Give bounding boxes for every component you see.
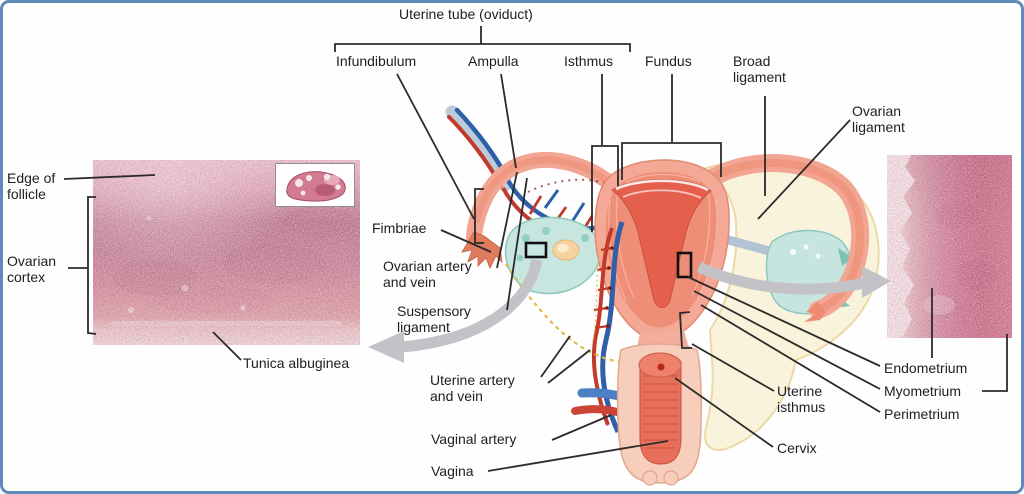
ovary-annotation-box: [524, 241, 548, 259]
label-vaginal-artery: Vaginal artery: [431, 431, 517, 447]
label-myometrium: Myometrium: [884, 383, 962, 399]
uterine-wall-annotation-box: [676, 251, 693, 279]
label-uterine-artery-vein: Uterine artery and vein: [430, 372, 515, 404]
label-ovarian-ligament: Ovarian ligament: [852, 103, 905, 135]
vagina-illustration: [616, 343, 702, 486]
right-ovary: [701, 229, 858, 315]
cervix-illustration: [638, 352, 682, 378]
label-endometrium: Endometrium: [884, 360, 968, 376]
endometrium-cavity: [611, 179, 712, 308]
label-perimetrium: Perimetrium: [884, 406, 960, 422]
label-cervix: Cervix: [777, 440, 817, 456]
ovarian-vessels: [501, 180, 623, 241]
right-uterine-tube: [703, 154, 870, 322]
label-isthmus: Isthmus: [564, 53, 614, 69]
label-infundibulum: Infundibulum: [336, 53, 417, 69]
ovary-inset-thumbnail: [275, 163, 355, 207]
dashed-accent-line: [505, 263, 621, 364]
label-fimbriae: Fimbriae: [372, 220, 427, 236]
uterine-vessels: [571, 221, 665, 445]
label-suspensory-ligament: Suspensory ligament: [397, 303, 471, 335]
label-ovarian-artery-vein: Ovarian artery and vein: [383, 258, 472, 290]
label-ovarian-cortex: Ovarian cortex: [7, 253, 57, 285]
label-tunica-albuginea: Tunica albuginea: [243, 355, 350, 371]
label-vagina: Vagina: [431, 463, 474, 479]
label-uterine-isthmus: Uterine isthmus: [777, 383, 826, 415]
magnify-arrow-right: [696, 261, 891, 298]
label-edge-of-follicle: Edge of follicle: [7, 170, 56, 202]
suspensory-ligament-illustration: [445, 105, 512, 192]
label-fundus: Fundus: [645, 53, 692, 69]
label-ampulla: Ampulla: [468, 53, 519, 69]
title-uterine-tube: Uterine tube (oviduct): [399, 6, 533, 22]
left-uterine-tube: [461, 152, 619, 269]
left-ovary: [504, 216, 601, 295]
uterine-wall-histology-image: [887, 155, 1012, 338]
label-broad-ligament: Broad ligament: [733, 53, 786, 85]
uterus-illustration: [594, 159, 730, 354]
